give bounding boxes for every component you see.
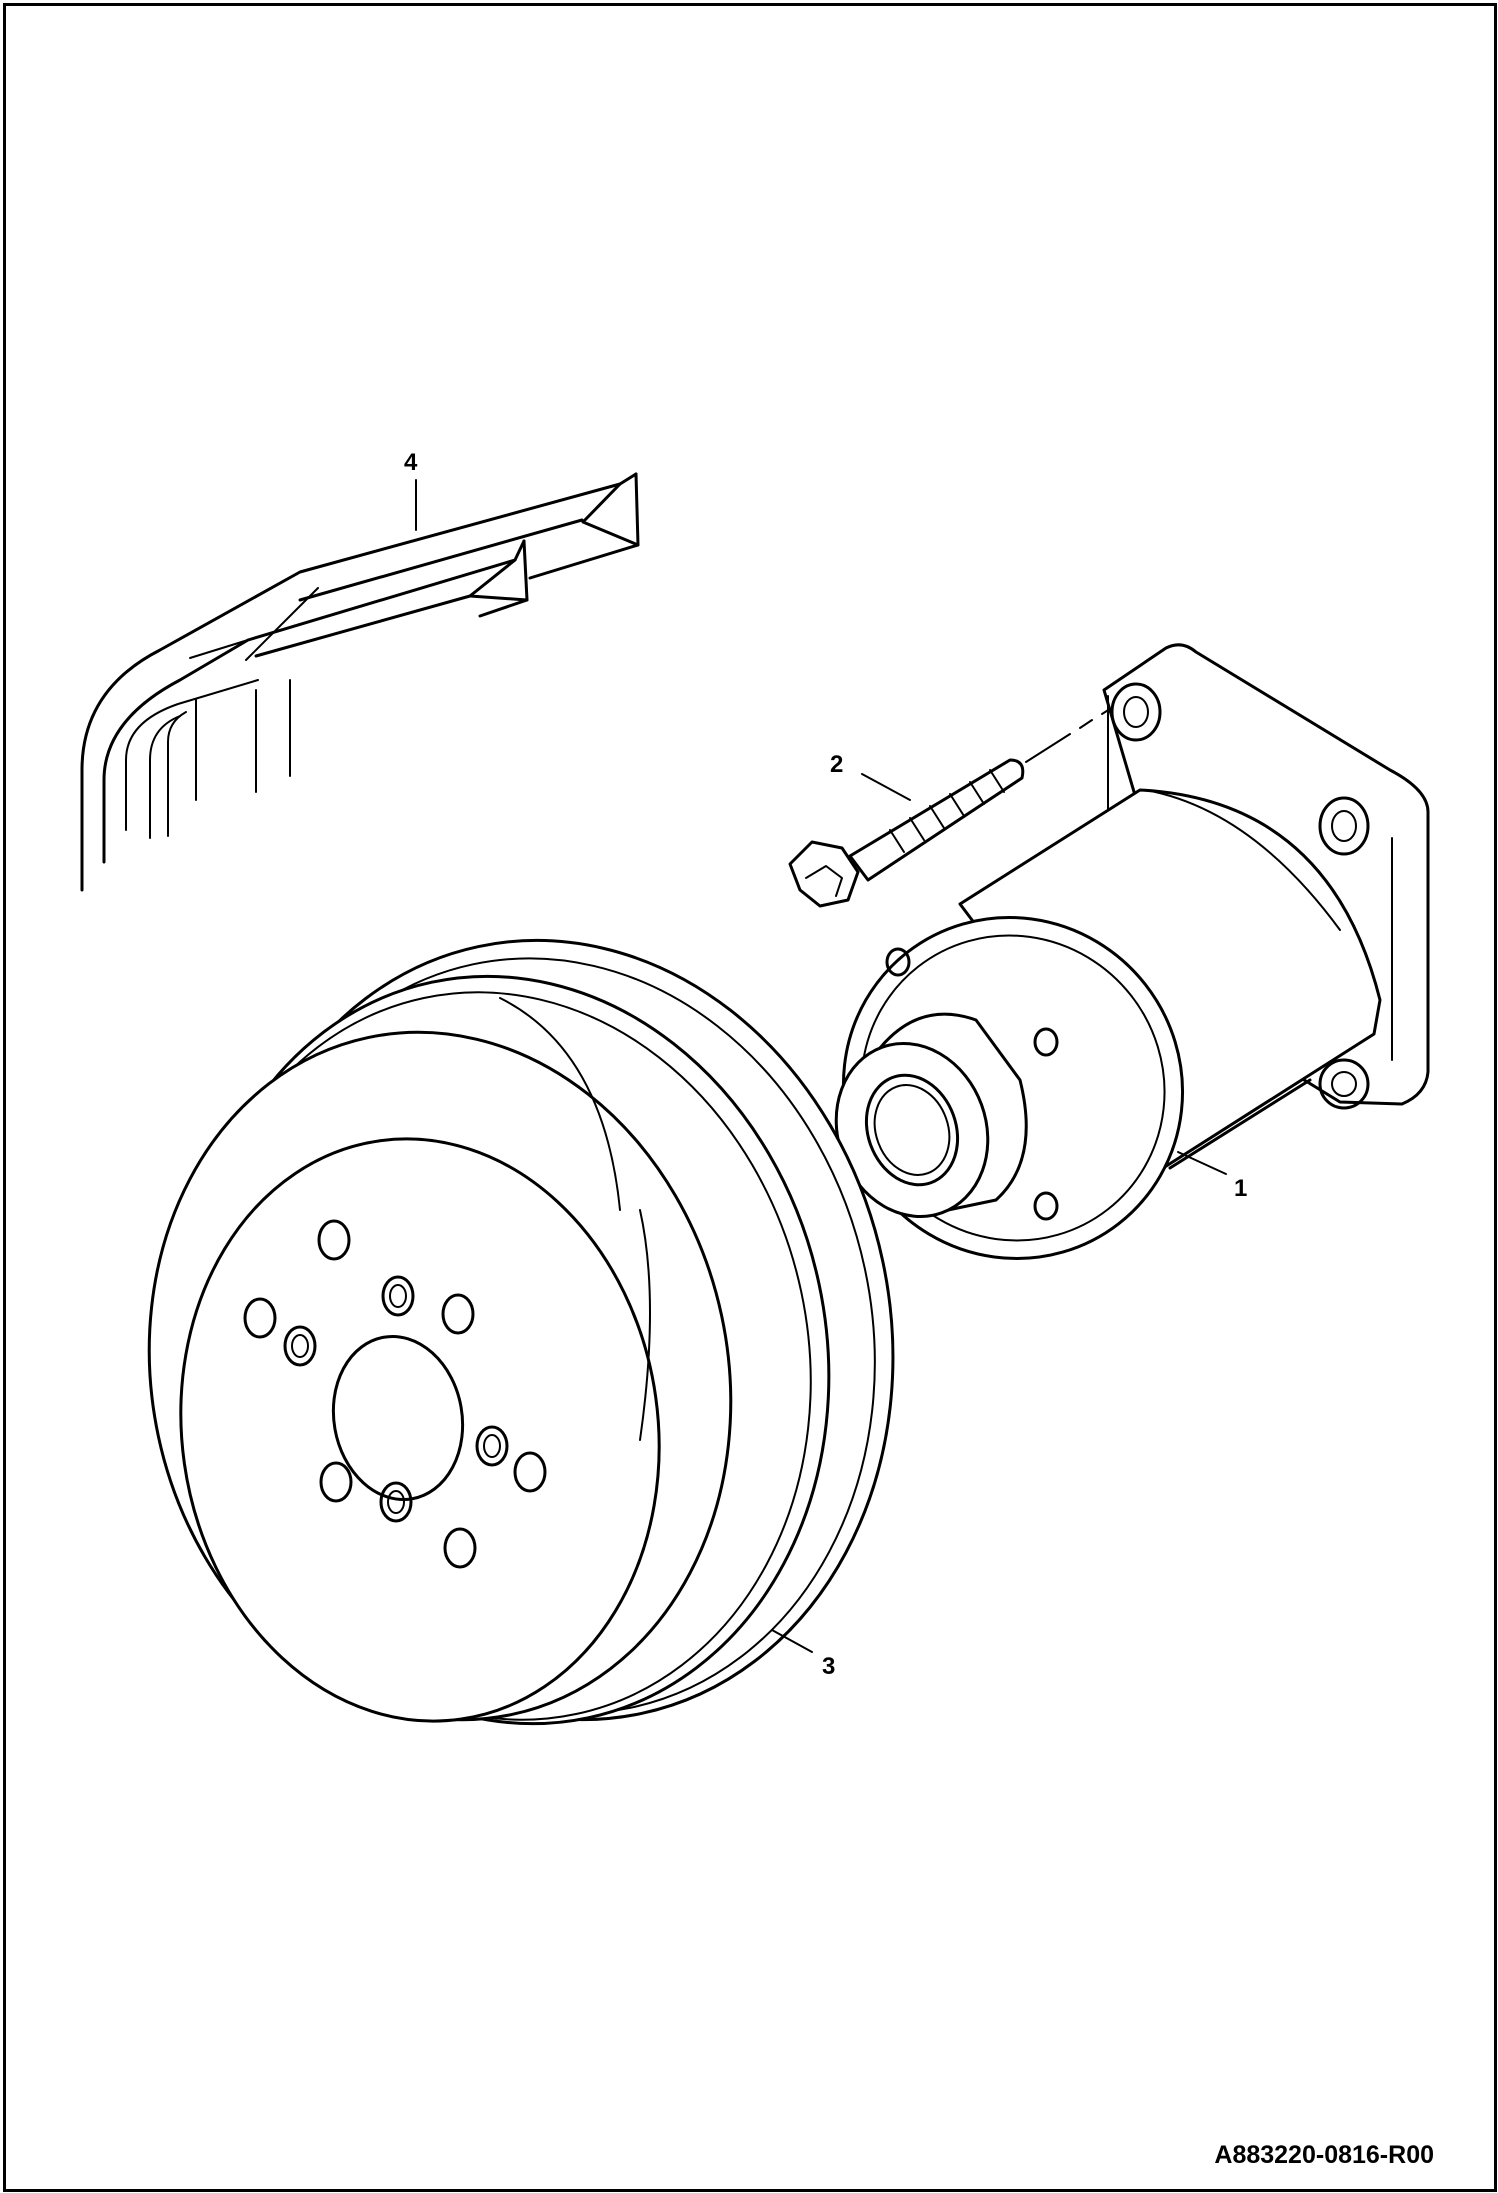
callout-3: 3 [822, 1653, 835, 1680]
bolt-icon [788, 689, 1141, 908]
callout-1: 1 [1234, 1175, 1247, 1202]
document-id: A883220-0816-R00 [1214, 2141, 1434, 2169]
pulley-icon [147, 938, 895, 1726]
callout-4: 4 [404, 449, 418, 476]
leader-line-2 [861, 773, 911, 801]
water-pump-icon [834, 643, 1430, 1260]
leader-line-3 [771, 1629, 813, 1653]
v-belt-icon [80, 472, 640, 892]
leader-line-1 [1177, 1151, 1227, 1175]
drawing-frame [3, 3, 1497, 2192]
callout-2: 2 [830, 751, 843, 778]
